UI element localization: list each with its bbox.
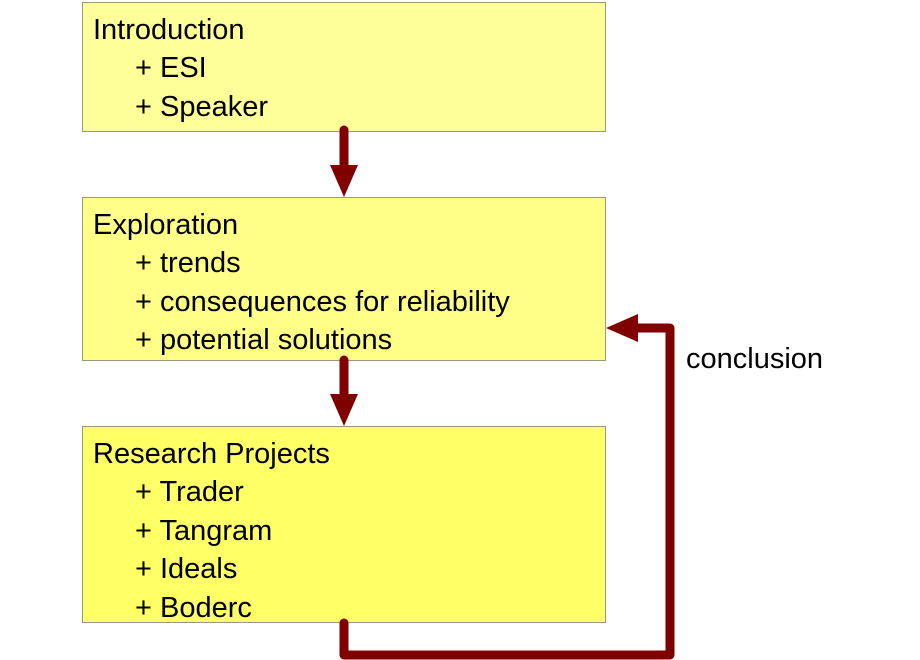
arrow-intro-to-exploration xyxy=(330,125,358,197)
introduction-item-esi: + ESI xyxy=(135,52,207,84)
introduction-box: Introduction + ESI + Speaker xyxy=(82,2,606,132)
introduction-item-speaker: + Speaker xyxy=(135,90,269,123)
arrow-exploration-to-research xyxy=(330,355,358,426)
arrow-research-loop-back xyxy=(339,314,675,660)
conclusion-label: conclusion xyxy=(686,343,824,375)
exploration-box: Exploration + trends + consequences for … xyxy=(82,197,606,361)
research-item-tangram: + Tangram xyxy=(135,514,273,547)
research-item-boderc: + Boderc xyxy=(135,591,252,624)
exploration-item-solutions: + potential solutions xyxy=(135,324,393,356)
research-item-trader: + Trader xyxy=(135,476,244,508)
research-item-ideals: + Ideals xyxy=(135,553,238,585)
research-projects-title: Research Projects xyxy=(93,438,330,470)
exploration-item-trends: + trends xyxy=(135,247,241,279)
introduction-title: Introduction xyxy=(93,14,245,46)
research-projects-box: Research Projects + Trader + Tangram + I… xyxy=(82,426,606,624)
exploration-item-consequences: + consequences for reliability xyxy=(135,285,510,318)
exploration-title: Exploration xyxy=(93,209,239,241)
